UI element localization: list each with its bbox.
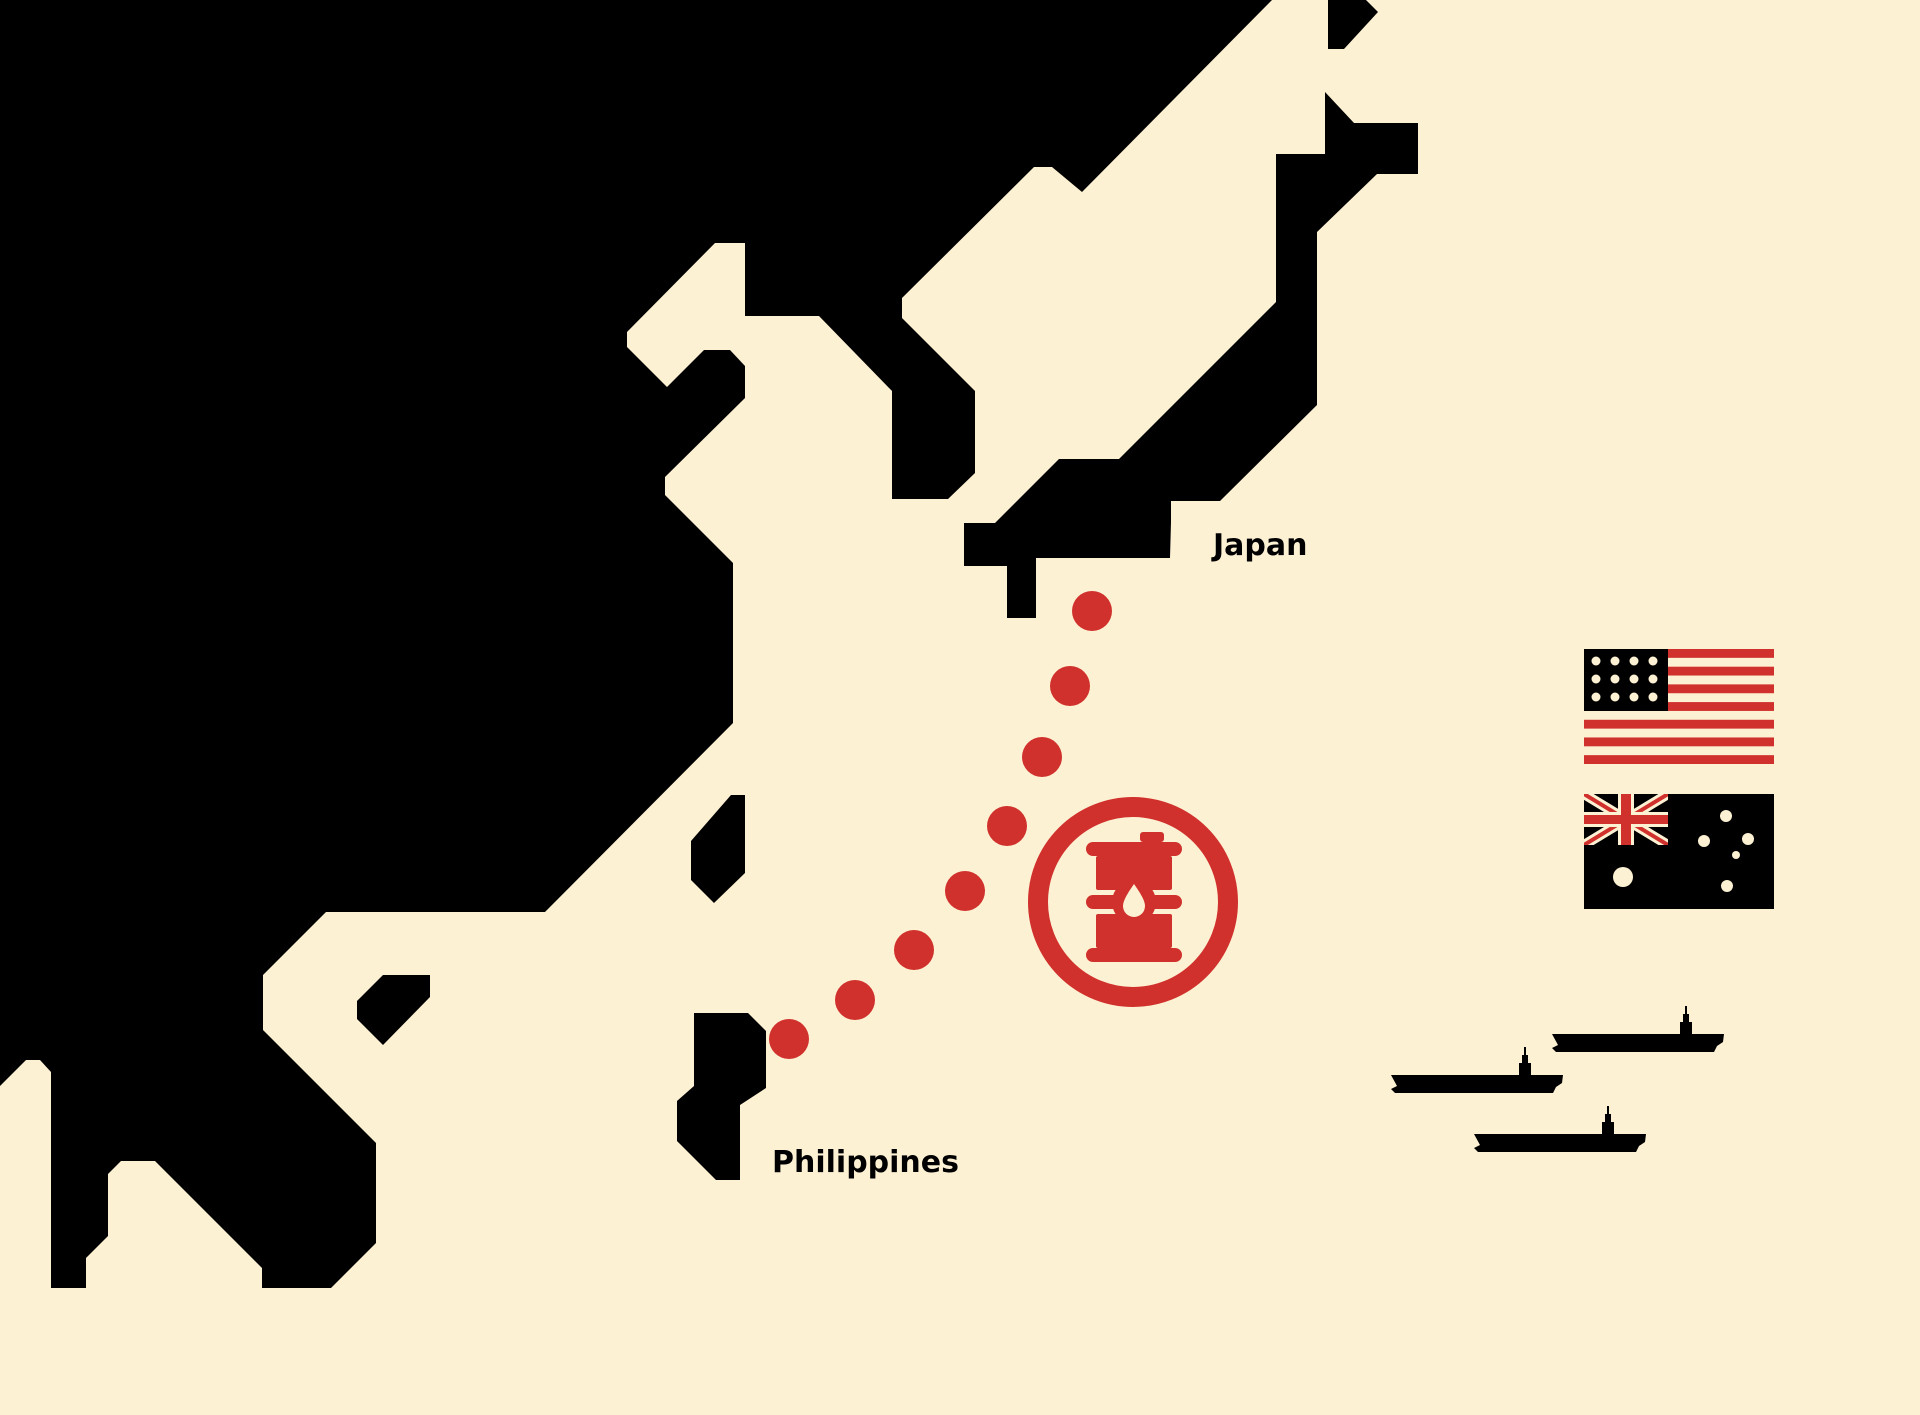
mainland-asia — [0, 0, 1272, 1288]
flag-star — [1591, 656, 1601, 666]
australia-flag-icon — [1584, 794, 1774, 909]
aircraft-carrier-icon — [1391, 1047, 1563, 1093]
landmass — [0, 0, 1418, 1288]
route-dot — [1072, 591, 1112, 631]
route-dot — [1050, 666, 1090, 706]
flag-stripe — [1584, 666, 1774, 676]
flag-stripe — [1584, 684, 1774, 694]
flag-star — [1610, 674, 1620, 684]
taiwan-island — [691, 795, 745, 903]
flag-stripe — [1584, 649, 1774, 658]
route-dot — [835, 980, 875, 1020]
flag-stripe — [1584, 755, 1774, 764]
hainan-island — [357, 975, 430, 1045]
flag-star — [1648, 656, 1658, 666]
flag-star — [1648, 674, 1658, 684]
route-dot — [769, 1019, 809, 1059]
flag-star — [1591, 674, 1601, 684]
route-dot — [894, 930, 934, 970]
ships — [1391, 1006, 1724, 1152]
route-dot — [1022, 737, 1062, 777]
oil-barrel-icon — [1028, 797, 1238, 1007]
flag-star — [1610, 656, 1620, 666]
japan-label: Japan — [1211, 528, 1307, 563]
flag-stripe — [1584, 737, 1774, 747]
flag-stripe — [1584, 719, 1774, 729]
flag-star — [1629, 674, 1639, 684]
flag-star — [1629, 656, 1639, 666]
philippines-label: Philippines — [772, 1145, 959, 1180]
japan-north — [964, 92, 1418, 618]
flag-star — [1648, 692, 1658, 702]
oil-supply-route — [769, 591, 1112, 1059]
flag-star — [1629, 692, 1639, 702]
sakhalin-island — [1328, 0, 1378, 49]
philippines-islands — [677, 1013, 766, 1180]
route-dot — [987, 806, 1027, 846]
us-flag-icon — [1584, 649, 1774, 764]
aircraft-carrier-icon — [1474, 1106, 1646, 1152]
aircraft-carrier-icon — [1552, 1006, 1724, 1052]
route-dot — [945, 871, 985, 911]
flag-stripe — [1584, 702, 1774, 711]
union-jack — [1584, 794, 1668, 845]
flag-star — [1610, 692, 1620, 702]
flag-star — [1591, 692, 1601, 702]
